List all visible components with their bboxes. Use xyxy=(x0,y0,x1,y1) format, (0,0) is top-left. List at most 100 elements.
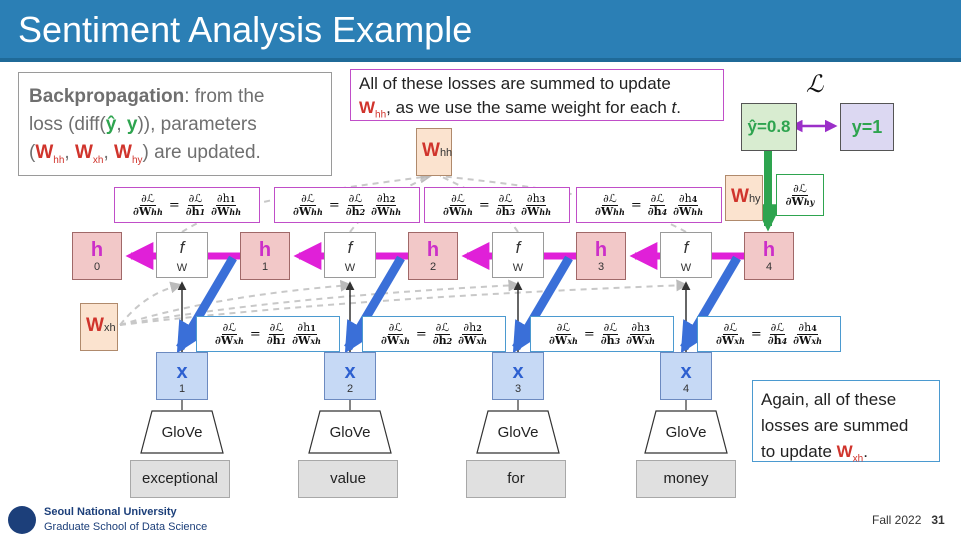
node-label: x xyxy=(344,361,356,383)
node-subscript: 2 xyxy=(346,383,354,395)
gradient-denominator-text: ∂W xyxy=(132,204,152,218)
loss-symbol: ℒ xyxy=(806,70,824,98)
input-word-2: value xyxy=(298,460,398,498)
gradient-denominator-text: ∂W xyxy=(626,333,645,347)
gradient-subscript: xh xyxy=(644,335,655,346)
gradient-numerator: ∂ℒ xyxy=(769,321,786,335)
gradient-denominator-text: ∂W xyxy=(371,204,390,218)
gradient-denominator: ∂Whh xyxy=(442,205,474,218)
gradient-numerator-text: ∂ℒ xyxy=(435,320,450,334)
gradient-numerator: ∂h4 xyxy=(797,321,818,335)
note-text: loss (diff( xyxy=(29,114,106,135)
gradient-numerator-text: ∂ℒ xyxy=(141,191,155,205)
gradient-denominator-text: ∂W xyxy=(548,333,568,347)
glove-label: GloVe xyxy=(329,424,371,441)
gradient-denominator: ∂Whh xyxy=(292,204,324,218)
gradient-numerator: ∂h4 xyxy=(677,192,699,206)
gradient-numerator-text: ∂ℒ xyxy=(269,320,284,334)
gradient-numerator-text: ∂ℒ xyxy=(222,320,237,334)
gradient-denominator: ∂Wxh xyxy=(457,333,488,347)
gradient-numerator: ∂ℒ xyxy=(649,192,666,206)
grads_xh-gradient-1: ∂ℒ∂Wxh=∂ℒ∂h1∂h1∂Wxh xyxy=(196,316,340,352)
gradient-subscript: 1 xyxy=(280,335,287,346)
gradient-subscript: 4 xyxy=(811,322,817,333)
title-bar: Sentiment Analysis Example xyxy=(0,0,961,62)
gradient-fraction: ∂h2∂Wxh xyxy=(457,320,488,347)
gradient-denominator: ∂h3 xyxy=(495,205,516,218)
gradient-denominator: ∂Wxh xyxy=(214,334,245,347)
weight-symbol: W xyxy=(114,142,132,163)
glove-embedding-1: GloVe xyxy=(140,410,224,454)
glove-embedding-3: GloVe xyxy=(476,410,560,454)
gradient-subscript: hy xyxy=(803,196,815,207)
gradient-subscript: hh xyxy=(311,206,323,217)
weight-xh-node: Wxh xyxy=(80,303,118,351)
trapezoid-outline xyxy=(644,410,728,454)
gradient-subscript: 2 xyxy=(446,335,453,346)
trapezoid-outline xyxy=(308,410,392,454)
gradient-denominator-text: ∂W xyxy=(458,333,477,347)
gradient-denominator-text: ∂h xyxy=(345,204,360,218)
gradient-subscript: hh xyxy=(461,206,473,217)
gradient-numerator: ∂ℒ xyxy=(268,320,285,335)
gradient-numerator-text: ∂ℒ xyxy=(451,191,465,205)
glove-label: GloVe xyxy=(497,424,539,441)
node-subscript: 2 xyxy=(429,261,437,273)
note-text: , xyxy=(116,114,127,135)
gradient-subscript: 3 xyxy=(644,322,650,333)
node-subscript: W xyxy=(344,262,356,274)
gradient-denominator: ∂Wxh xyxy=(792,334,823,347)
gradient-denominator: ∂Wxh xyxy=(625,333,656,347)
gradient-numerator: ∂ℒ xyxy=(497,191,514,206)
gradient-subscript: 4 xyxy=(781,335,788,346)
gradient-numerator-text: ∂ℒ xyxy=(348,191,363,205)
gradient-denominator-text: ∂h xyxy=(600,333,615,347)
weight-subscript: xh xyxy=(852,453,864,465)
node-label: f xyxy=(179,238,185,257)
gradient-denominator: ∂Wxh xyxy=(548,333,579,347)
gradient-numerator-text: ∂ℒ xyxy=(301,191,315,205)
node-subscript: 3 xyxy=(514,383,522,395)
time-symbol: t xyxy=(671,98,677,117)
gradient-denominator: ∂Whh xyxy=(520,205,552,218)
node-subscript: W xyxy=(176,262,188,274)
node-subscript: 3 xyxy=(597,261,605,273)
gradient-numerator: ∂h2 xyxy=(462,320,483,335)
gradient-denominator-text: ∂W xyxy=(292,204,312,218)
gradient-subscript: xh xyxy=(734,335,745,346)
grads_hh-gradient-3: ∂ℒ∂Whh=∂ℒ∂h3∂h3∂Whh xyxy=(424,187,570,223)
note-text: )), parameters xyxy=(137,114,257,135)
gradient-fraction: ∂ℒ∂h4 xyxy=(647,192,668,218)
gradient-denominator-text: ∂W xyxy=(673,204,692,218)
gradient-numerator-text: ∂ℒ xyxy=(188,191,203,205)
gradient-denominator-text: ∂W xyxy=(292,333,311,347)
grads_hh-gradient-1: ∂ℒ∂Whh=∂ℒ∂h1∂h1∂Whh xyxy=(114,187,260,223)
gradient-fraction: ∂ℒ∂h3 xyxy=(600,321,621,347)
note-text: , as we use the same weight for each xyxy=(386,98,672,117)
gradient-denominator-text: ∂W xyxy=(380,333,400,347)
gradient-fraction: ∂ℒ∂h2 xyxy=(345,191,366,218)
gradient-subscript: 2 xyxy=(476,322,482,333)
grads_xh-gradient-4: ∂ℒ∂Wxh=∂ℒ∂h4∂h4∂Wxh xyxy=(697,316,841,352)
gradient-fraction: ∂ℒ∂Why xyxy=(785,182,816,208)
gradient-denominator-text: ∂W xyxy=(211,204,230,218)
note-text: ) are updated. xyxy=(142,142,261,163)
trapezoid-outline xyxy=(140,410,224,454)
trapezoid-shape xyxy=(476,410,560,454)
node-label: f xyxy=(683,238,689,257)
gradient-numerator: ∂ℒ xyxy=(602,321,619,335)
gradient-numerator-text: ∂h xyxy=(463,320,477,334)
node-label: f xyxy=(347,238,353,257)
trapezoid-shape xyxy=(308,410,392,454)
gradient-fraction: ∂ℒ∂Wxh xyxy=(380,321,411,347)
gradient-numerator: ∂ℒ xyxy=(221,320,238,335)
gradient-denominator: ∂Wxh xyxy=(291,333,322,347)
gradient-fraction: ∂h1∂Wxh xyxy=(291,321,322,347)
weight-subscript: xh xyxy=(103,322,116,334)
gradient-numerator-text: ∂ℒ xyxy=(498,191,513,205)
gradient-fraction: ∂h3∂Whh xyxy=(520,192,552,218)
backprop-note: Backpropagation: from the loss (diff(ŷ, … xyxy=(18,72,332,176)
